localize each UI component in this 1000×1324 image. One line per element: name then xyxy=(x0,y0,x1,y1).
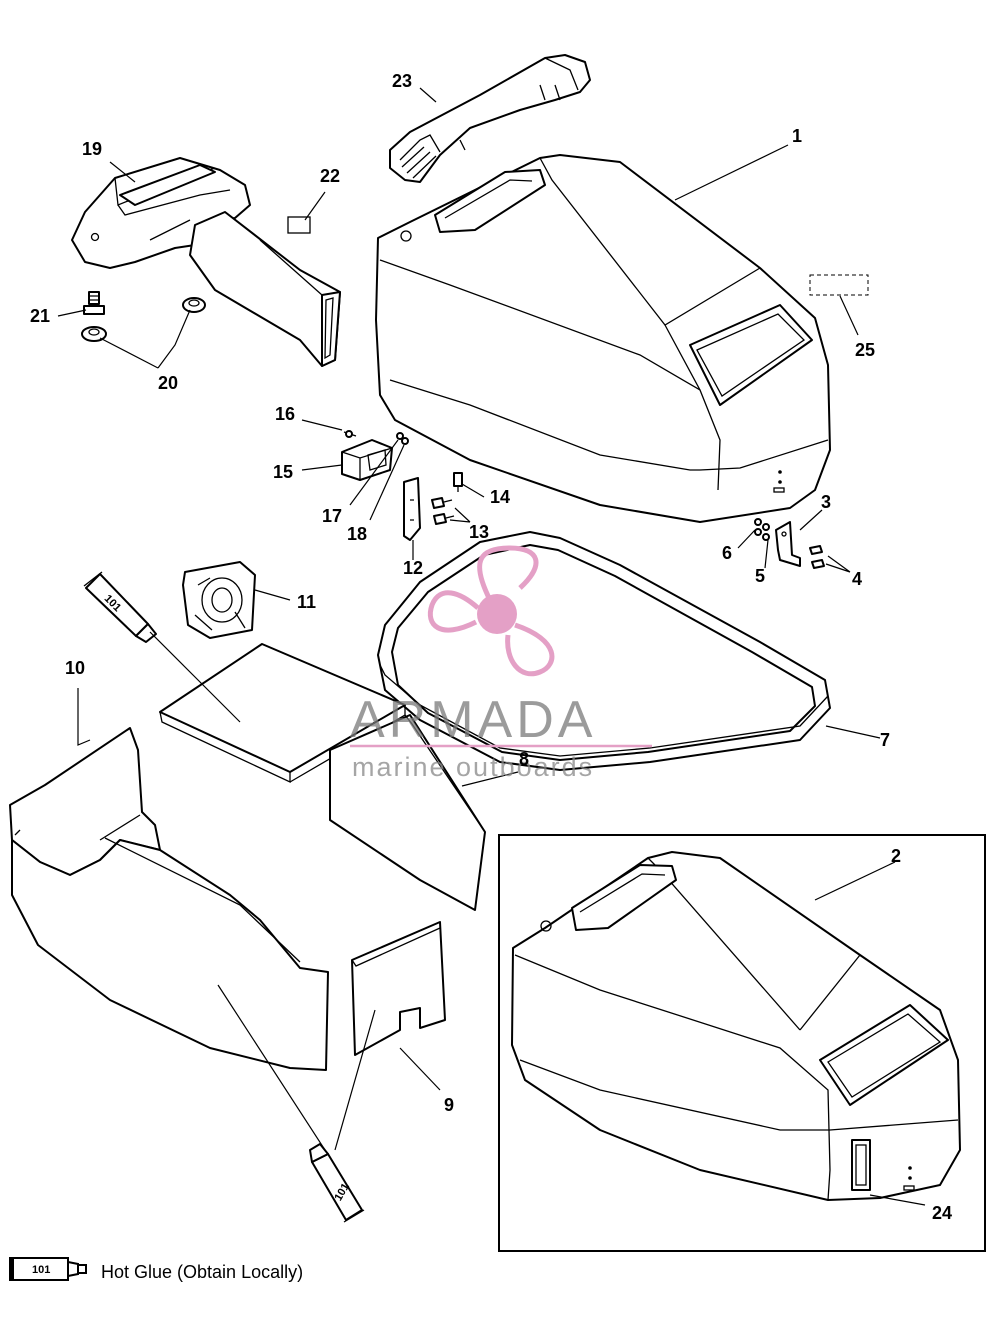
glue-tube-upper: 101 xyxy=(83,571,157,643)
watermark-tagline: marine outboards xyxy=(352,752,594,782)
decal-part-25 xyxy=(809,274,869,296)
callout-19: 19 xyxy=(82,139,102,159)
callout-10: 10 xyxy=(65,658,85,678)
callout-21: 21 xyxy=(30,306,50,326)
callout-2: 2 xyxy=(891,846,901,866)
armada-watermark: ARMADA marine outboards xyxy=(350,545,652,782)
legend: 101 Hot Glue (Obtain Locally) xyxy=(9,1257,303,1282)
callout-24: 24 xyxy=(932,1203,952,1223)
callout-15: 15 xyxy=(273,462,293,482)
callout-25: 25 xyxy=(855,340,875,360)
glue-tube-lower: 101 xyxy=(309,1143,365,1223)
callout-14: 14 xyxy=(490,487,510,507)
fasteners-parts-20-21 xyxy=(81,291,206,342)
callout-16: 16 xyxy=(275,404,295,424)
intake-duct-part-19 xyxy=(71,157,341,367)
callout-20: 20 xyxy=(158,373,178,393)
grommet-part-11 xyxy=(182,561,256,639)
legend-label: Hot Glue (Obtain Locally) xyxy=(101,1262,303,1282)
top-cowl-part-2 xyxy=(511,851,961,1201)
callout-11: 11 xyxy=(297,592,316,612)
callout-5: 5 xyxy=(755,566,765,586)
decal-part-22 xyxy=(287,216,311,234)
callout-12: 12 xyxy=(403,558,423,578)
handle-part-23 xyxy=(389,54,591,183)
callout-3: 3 xyxy=(821,492,831,512)
latch-hardware xyxy=(341,430,463,541)
callout-9: 9 xyxy=(444,1095,454,1115)
callout-4: 4 xyxy=(852,569,862,589)
callout-13: 13 xyxy=(469,522,489,542)
bracket-hardware xyxy=(754,518,825,569)
callout-7: 7 xyxy=(880,730,890,750)
legend-code: 101 xyxy=(32,1264,50,1276)
leader-lines xyxy=(57,87,926,1206)
callout-22: 22 xyxy=(320,166,340,186)
callout-18: 18 xyxy=(347,524,367,544)
propeller-hub xyxy=(477,594,517,634)
inset-frame xyxy=(498,834,986,1252)
callout-23: 23 xyxy=(392,71,412,91)
wrap-foam-part-10 xyxy=(9,727,329,1071)
top-cowl-part-1 xyxy=(375,154,831,523)
propeller-logo xyxy=(427,545,555,677)
watermark-brand: ARMADA xyxy=(350,691,596,749)
rear-pad-part-9 xyxy=(351,921,446,1056)
callout-17: 17 xyxy=(322,506,342,526)
callout-6: 6 xyxy=(722,543,732,563)
seal-part-7 xyxy=(377,531,831,771)
callout-numbers: 1 2 3 4 5 6 7 8 9 10 11 12 13 14 15 16 1… xyxy=(30,71,952,1223)
foam-pad-part-8 xyxy=(159,643,486,911)
callout-1: 1 xyxy=(792,126,802,146)
callout-8: 8 xyxy=(519,749,529,769)
